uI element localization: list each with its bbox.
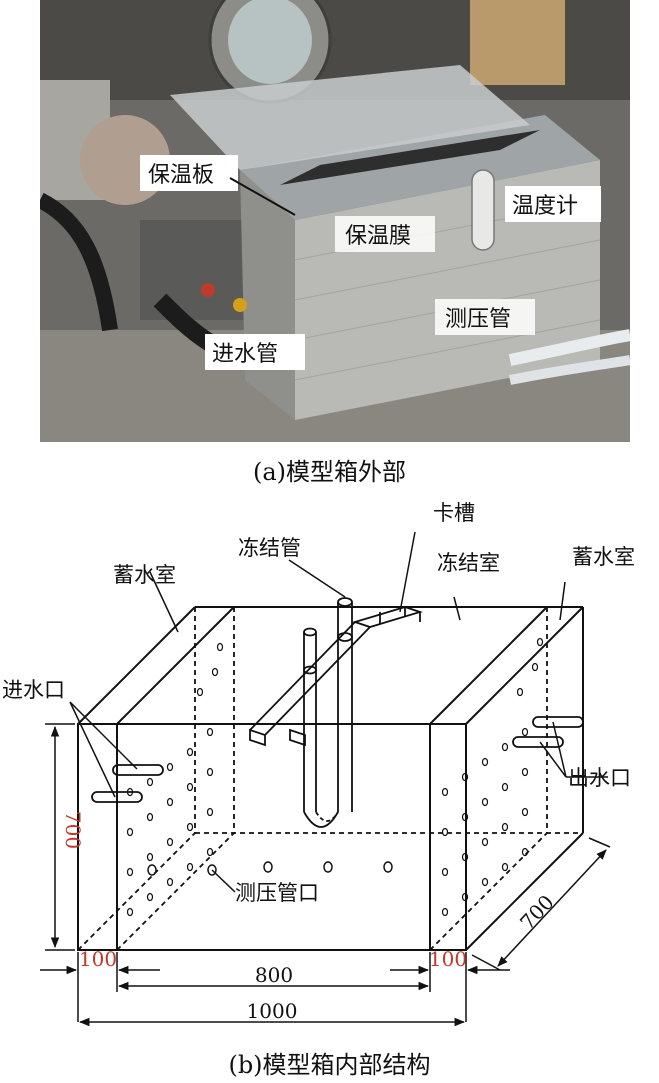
inlet-label: 进水口: [2, 678, 65, 702]
inlet-pipe-label: 进水管: [212, 342, 278, 367]
total-dimension: 1000: [247, 999, 298, 1023]
caption-b: (b)模型箱内部结构: [228, 1051, 431, 1079]
insulation-board-label: 保温板: [148, 163, 214, 188]
height-dimension: 700: [61, 811, 85, 849]
outlet-label: 出水口: [568, 766, 631, 790]
thermometer-label: 温度计: [512, 194, 578, 219]
caption-a: (a)模型箱外部: [252, 458, 407, 486]
reservoir-left-label: 蓄水室: [113, 563, 176, 587]
slot-label: 卡槽: [433, 501, 475, 525]
pressure-tube-label: 测压管: [445, 307, 511, 332]
pressure-port-label: 测压管口: [235, 881, 319, 905]
insulation-film-label: 保温膜: [345, 224, 411, 249]
freeze-chamber-label: 冻结室: [437, 551, 500, 575]
freeze-pipe-label: 冻结管: [238, 536, 301, 560]
right-reservoir-dimension: 100: [429, 947, 467, 971]
reservoir-right-label: 蓄水室: [572, 545, 635, 569]
model-box-interior-diagram: 卡槽 冻结管 冻结室 蓄水室 蓄水室 进水口 出水口 测压管口 700 700: [0, 492, 659, 1040]
model-box-exterior-photo: 保温板 温度计 保温膜 测压管 进水管: [40, 0, 630, 442]
middle-dimension: 800: [255, 963, 293, 987]
left-reservoir-dimension: 100: [79, 947, 117, 971]
depth-dimension: 700: [515, 890, 559, 934]
